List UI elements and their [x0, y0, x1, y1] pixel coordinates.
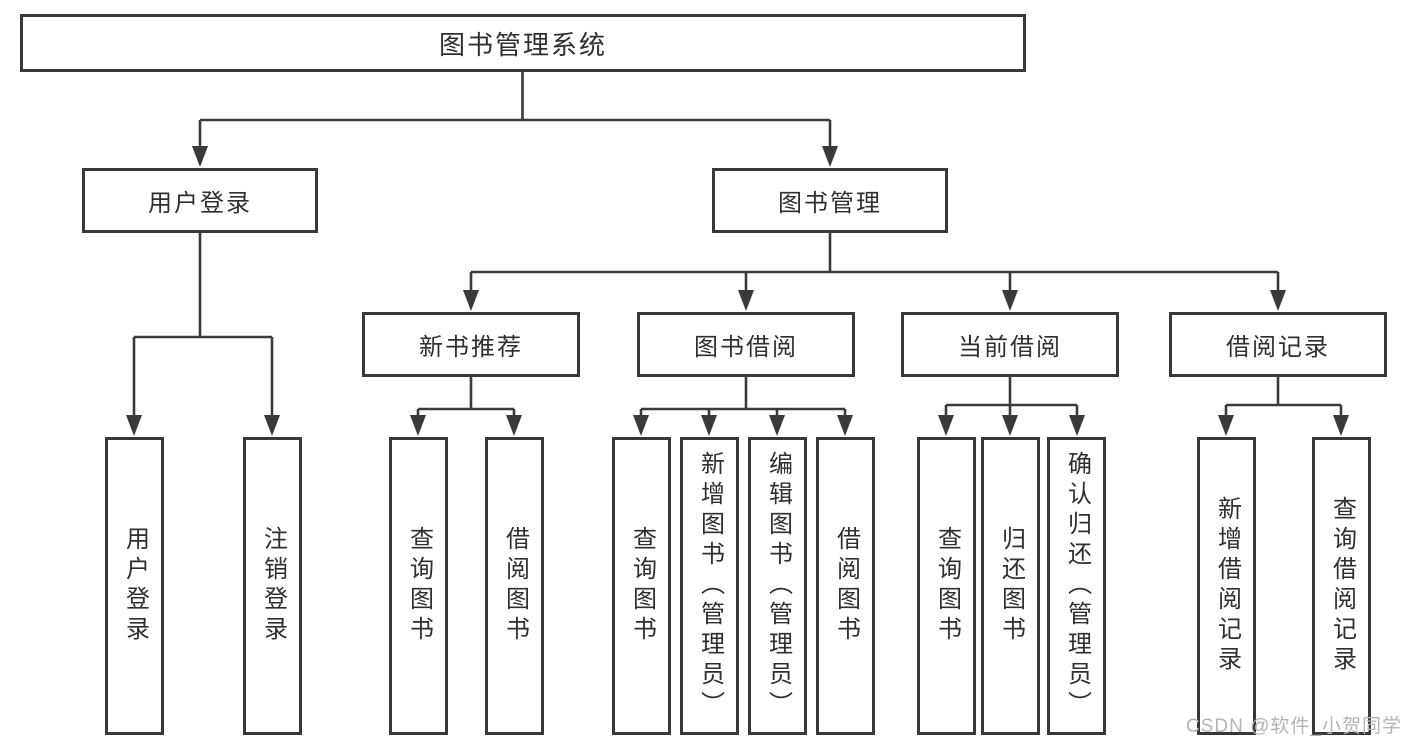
node-leaf-confirm-return-admin: 确认归还（管理员） — [1047, 437, 1106, 735]
node-leaf-user-login: 用户登录 — [105, 437, 164, 735]
node-leaf-query-borrow-record: 查询借阅记录 — [1312, 437, 1371, 735]
node-leaf-borrow-books-1: 借阅图书 — [485, 437, 544, 735]
node-leaf-add-books-admin: 新增图书（管理员） — [680, 437, 739, 735]
leaf-label: 借阅图书 — [501, 526, 529, 646]
leaf-label: 借阅图书 — [832, 526, 860, 646]
node-current-borrowing-label: 当前借阅 — [958, 334, 1062, 361]
node-leaf-query-books-3: 查询图书 — [917, 437, 976, 735]
node-book-borrowing-label: 图书借阅 — [694, 334, 798, 361]
leaf-label: 查询借阅记录 — [1328, 496, 1356, 676]
leaf-label: 确认归还（管理员） — [1063, 451, 1091, 721]
node-user-login: 用户登录 — [82, 168, 318, 233]
node-new-book-recommend: 新书推荐 — [362, 312, 580, 377]
leaf-label: 编辑图书（管理员） — [764, 451, 792, 721]
node-borrowing-records: 借阅记录 — [1169, 312, 1387, 377]
node-user-login-label: 用户登录 — [148, 190, 252, 217]
node-leaf-edit-books-admin: 编辑图书（管理员） — [748, 437, 807, 735]
leaf-label: 新增借阅记录 — [1213, 496, 1241, 676]
node-borrowing-records-label: 借阅记录 — [1226, 334, 1330, 361]
node-leaf-return-books: 归还图书 — [981, 437, 1040, 735]
node-leaf-borrow-books-2: 借阅图书 — [816, 437, 875, 735]
node-new-book-recommend-label: 新书推荐 — [419, 334, 523, 361]
csdn-watermark: CSDN @软件_小贺同学 — [1186, 716, 1402, 737]
leaf-label: 查询图书 — [405, 526, 433, 646]
node-leaf-add-borrow-record: 新增借阅记录 — [1197, 437, 1256, 735]
node-book-borrowing: 图书借阅 — [637, 312, 855, 377]
leaf-label: 注销登录 — [259, 526, 287, 646]
node-book-management: 图书管理 — [712, 168, 948, 233]
node-leaf-query-books-2: 查询图书 — [612, 437, 671, 735]
node-leaf-query-books-1: 查询图书 — [389, 437, 448, 735]
leaf-label: 归还图书 — [997, 526, 1025, 646]
node-root: 图书管理系统 — [20, 14, 1026, 72]
leaf-label: 查询图书 — [933, 526, 961, 646]
node-book-management-label: 图书管理 — [778, 190, 882, 217]
leaf-label: 查询图书 — [628, 526, 656, 646]
node-current-borrowing: 当前借阅 — [901, 312, 1119, 377]
leaf-label: 用户登录 — [121, 526, 149, 646]
node-leaf-logout: 注销登录 — [243, 437, 302, 735]
leaf-label: 新增图书（管理员） — [696, 451, 724, 721]
node-root-label: 图书管理系统 — [438, 29, 607, 60]
